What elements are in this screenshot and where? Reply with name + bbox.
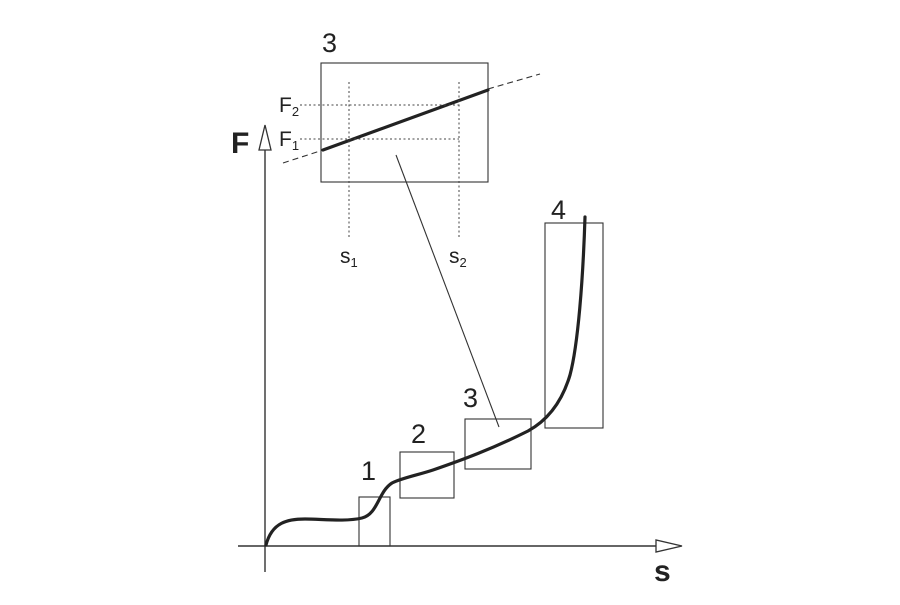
region-box-4: [544, 222, 604, 429]
s2-label: s2: [449, 245, 467, 270]
region-label-4: 4: [551, 195, 566, 225]
region-label-2: 2: [411, 419, 426, 449]
region-box-3: [464, 418, 532, 470]
inset-connector-line: [395, 154, 500, 428]
s1-label: s1: [340, 245, 358, 270]
y-axis-arrowhead: [258, 124, 272, 151]
inset-dashed-extension-left: [282, 149, 324, 164]
y-axis-label: F: [231, 127, 249, 160]
region-box-1: [358, 496, 391, 547]
f2-label: F2: [279, 94, 299, 119]
x-axis-label: s: [654, 555, 671, 588]
force-displacement-curve: [264, 215, 587, 547]
f1-label: F1: [279, 128, 299, 153]
inset-box: [320, 62, 489, 183]
region-label-3: 3: [463, 383, 478, 413]
region-box-2: [399, 451, 455, 499]
x-axis-arrowhead: [655, 539, 683, 553]
inset-slope-line: [321, 88, 490, 152]
inset-label: 3: [322, 28, 337, 58]
inset-dashed-extension-right: [487, 73, 541, 90]
region-label-1: 1: [361, 456, 376, 486]
